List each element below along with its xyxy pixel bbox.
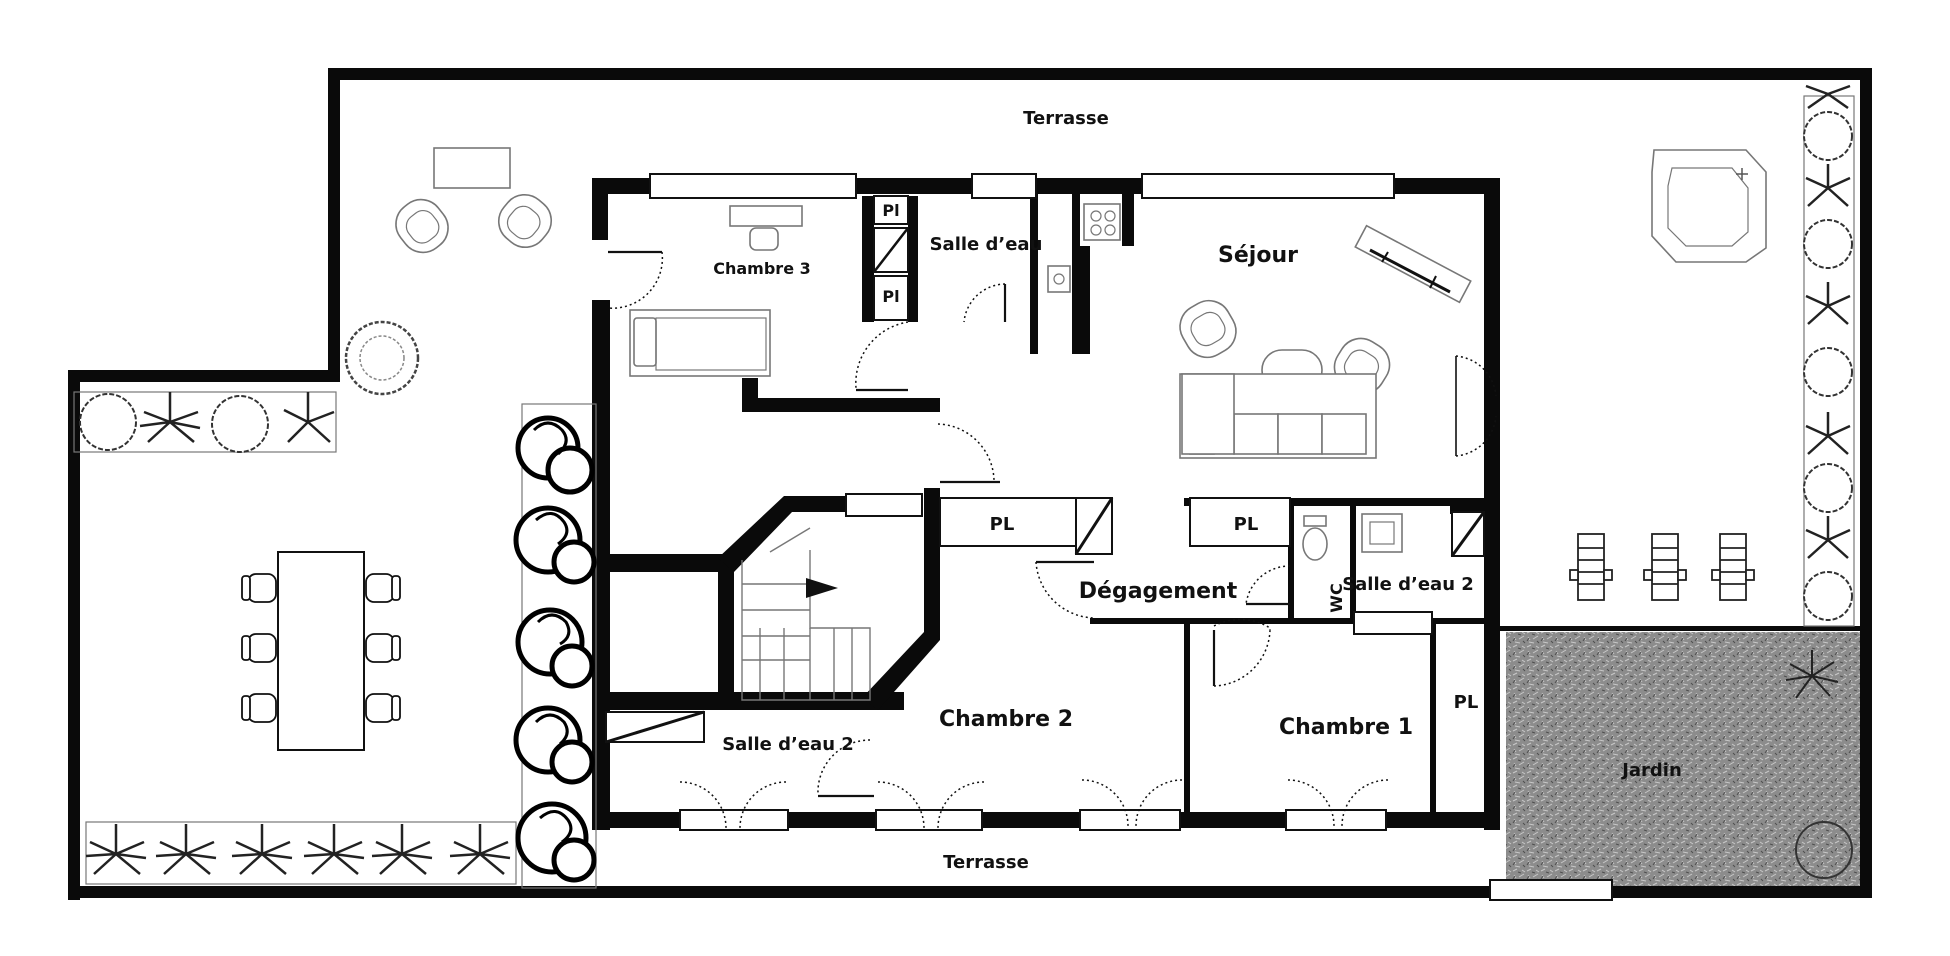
- label-salle-eau-2-right: Salle d’eau 2: [1342, 574, 1474, 595]
- bed-icon: [629, 309, 771, 377]
- toilet-icon: [1302, 515, 1328, 561]
- armchair-icon: [1179, 299, 1237, 359]
- armchair-icon: [395, 198, 449, 254]
- doors: [607, 250, 1497, 829]
- label-chambre-1: Chambre 1: [1279, 715, 1413, 740]
- sink-icon: [1361, 513, 1403, 553]
- outer-walls: [68, 68, 1872, 900]
- label-salle-eau-2-left: Salle d’eau 2: [722, 734, 854, 755]
- label-jardin: Jardin: [1620, 760, 1682, 781]
- deckchair-icon: [1569, 533, 1613, 601]
- closet-pl-right: [1189, 497, 1291, 547]
- label-sejour: Séjour: [1218, 243, 1298, 268]
- closet-block-top: [873, 195, 909, 321]
- shrub-icon: [344, 320, 420, 396]
- label-pl-chambre-1: PL: [1454, 692, 1479, 713]
- dining-table-icon: [277, 551, 365, 751]
- stairs-arrow-icon: [806, 578, 838, 598]
- armchair-icon: [497, 193, 553, 249]
- label-terrasse-top: Terrasse: [1023, 108, 1109, 129]
- terrace-table-icon: [433, 147, 511, 189]
- label-wc: WC: [1327, 583, 1346, 612]
- windows: [649, 173, 1613, 901]
- label-pl-center: PL: [990, 514, 1015, 535]
- stove-icon: [1083, 203, 1121, 241]
- stairs-icon: [741, 527, 871, 701]
- label-chambre-3: Chambre 3: [713, 259, 811, 278]
- label-pl-small-2: Pl: [882, 287, 899, 306]
- hedge-column: [513, 403, 597, 889]
- garden-area: [1506, 632, 1864, 886]
- deckchair-icon: [1711, 533, 1755, 601]
- label-pl-right: PL: [1234, 514, 1259, 535]
- label-salle-eau-top: Salle d’eau: [930, 234, 1043, 255]
- label-pl-small-1: Pl: [882, 201, 899, 220]
- bathtub-icon: [1651, 149, 1767, 263]
- sink-icon: [1047, 265, 1071, 293]
- garden-plant-icon: [1785, 650, 1839, 699]
- desk-icon: [729, 205, 803, 251]
- planter-right: [1803, 84, 1855, 627]
- label-degagement: Dégagement: [1079, 579, 1238, 604]
- sofa-icon: [1179, 373, 1377, 459]
- closet-pl-center: [939, 497, 1077, 547]
- chair-icon: [241, 573, 401, 723]
- deckchair-icon: [1643, 533, 1687, 601]
- planter-bottom: [85, 821, 517, 885]
- planter-left: [73, 391, 337, 453]
- label-chambre-2: Chambre 2: [939, 707, 1073, 732]
- tv-unit-icon: [1354, 224, 1472, 304]
- garden-shrub-icon: [1795, 821, 1853, 879]
- label-terrasse-bottom: Terrasse: [943, 852, 1029, 873]
